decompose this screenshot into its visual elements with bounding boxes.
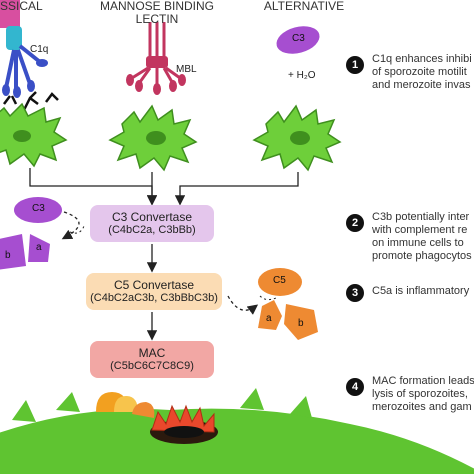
c1q-complex — [0, 0, 59, 111]
note-2-line1: C3b potentially inter — [372, 211, 470, 223]
note-2-line2: with complement re — [372, 224, 468, 236]
c5-shape — [258, 268, 302, 296]
note-4-number: 4 — [346, 378, 364, 396]
c3-left-shape — [14, 197, 62, 223]
note-1-line2: of sporozoite motilit — [372, 66, 467, 78]
note-3-line1: C5a is inflammatory — [372, 285, 470, 297]
c5-convertase-title: C5 Convertase — [113, 277, 195, 292]
classical-pathway-label: SSICAL — [0, 0, 43, 13]
c5-convertase-subtitle: (C4bC2aC3b, C3bBbC3b) — [90, 291, 218, 304]
mac-title: MAC — [138, 345, 166, 360]
note-2-number: 2 — [346, 214, 364, 232]
alternative-pathway-label: ALTERNATIVE — [263, 0, 345, 13]
note-3-number: 3 — [346, 284, 364, 302]
note-2-line3: on immune cells to — [372, 237, 464, 249]
mac-pore — [96, 392, 218, 444]
c3-convertase-box: C3 Convertase (C4bC2a, C3bBb) — [90, 205, 214, 242]
c3b-left-label: b — [5, 250, 11, 261]
note-2-line4: promote phagocytos — [372, 250, 472, 262]
lectin-pathway-label-line1: MANNOSE BINDING — [99, 0, 214, 13]
parasite-membrane — [0, 408, 474, 474]
c3b-left-fragment — [0, 234, 26, 270]
c3a-left-label: a — [36, 242, 42, 253]
mbl-label: MBL — [176, 64, 197, 75]
lectin-pathway-label-line2: LECTIN — [135, 12, 179, 26]
mac-subtitle: (C5bC6C7C8C9) — [110, 359, 194, 372]
c5b-fragment — [284, 304, 318, 340]
note-1-number: 1 — [346, 56, 364, 74]
c3-convertase-title: C3 Convertase — [111, 209, 193, 224]
note-4-line3: merozoites and gam — [372, 401, 472, 413]
c5a-label: a — [266, 313, 272, 324]
parasite-left — [0, 102, 68, 168]
c3a-left-fragment — [28, 234, 50, 262]
c1q-label: C1q — [30, 44, 49, 55]
parasite-right — [252, 104, 342, 172]
note-4-line1: MAC formation leads — [372, 375, 474, 387]
c3-left-label: C3 — [32, 203, 45, 214]
c5b-label: b — [298, 318, 304, 329]
note-1-line1: C1q enhances inhibi — [372, 53, 472, 65]
parasite-center — [108, 104, 198, 172]
note-4-line2: lysis of sporozoites, — [372, 388, 468, 400]
c3-convertase-subtitle: (C4bC2a, C3bBb) — [108, 223, 196, 236]
c5-label: C5 — [273, 275, 286, 286]
note-1-line3: and merozoite invas — [372, 79, 471, 91]
c3-alternative-shape — [276, 26, 320, 54]
c5-convertase-box: C5 Convertase (C4bC2aC3b, C3bBbC3b) — [86, 273, 222, 310]
mac-box: MAC (C5bC6C7C8C9) — [90, 341, 214, 378]
mbl-complex — [126, 22, 186, 95]
h2o-label: + H₂O — [288, 70, 316, 81]
c3-alternative-label: C3 — [292, 33, 305, 44]
c5a-fragment — [258, 300, 282, 330]
